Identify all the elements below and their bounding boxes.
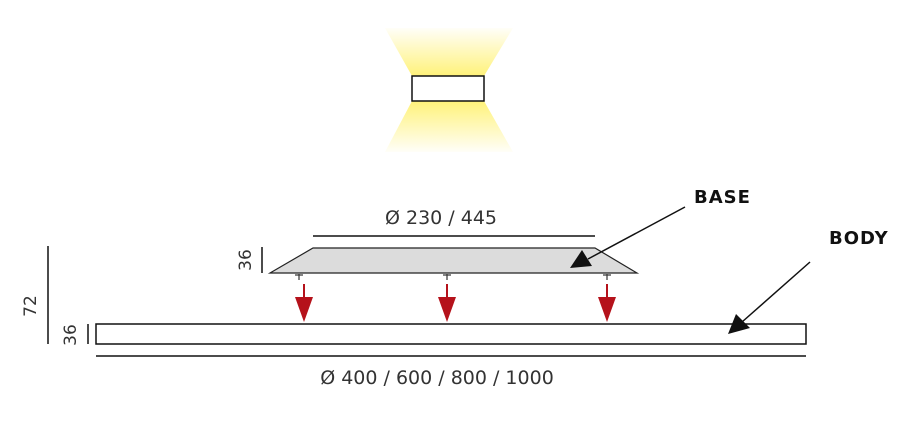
light-beam-down (385, 101, 513, 152)
base-diameter-label: Ø 230 / 445 (385, 207, 497, 229)
screws (295, 274, 611, 280)
body-callout-label: BODY (829, 228, 889, 249)
base-callout-arrow (570, 206, 686, 268)
body-bar (95, 323, 807, 345)
light-body (411, 75, 485, 102)
base-callout-label: BASE (694, 187, 751, 208)
body-diameter-label: Ø 400 / 600 / 800 / 1000 (320, 367, 554, 389)
wall-light-icon (385, 28, 513, 152)
mounting-arrow (438, 284, 456, 322)
total-height-label: 72 (21, 295, 41, 317)
mounting-arrow (598, 284, 616, 322)
base-height-label: 36 (236, 249, 256, 271)
mounting-arrow (295, 284, 313, 322)
body-height-label: 36 (61, 324, 81, 346)
light-beam-up (385, 28, 513, 76)
base-plate (267, 247, 640, 274)
body-callout-arrow (728, 261, 811, 334)
